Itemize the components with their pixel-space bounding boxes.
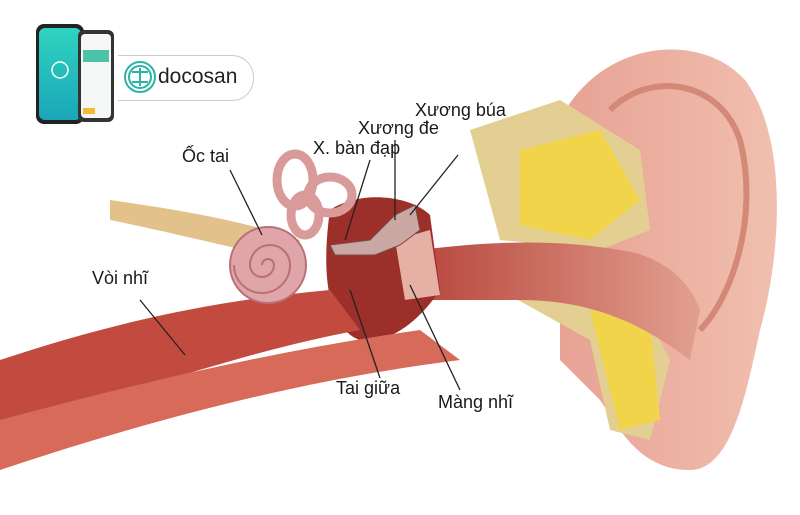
eustachian-tube bbox=[0, 290, 360, 430]
cochlea bbox=[229, 226, 307, 304]
label-incus: Xương đe bbox=[358, 118, 439, 138]
label-eardrum: Màng nhĩ bbox=[438, 392, 514, 412]
label-eustachian-tube: Vòi nhĩ bbox=[92, 268, 149, 288]
ear-canal bbox=[420, 242, 700, 360]
label-stapes: X. bàn đạp bbox=[313, 138, 401, 158]
semicircular-canals bbox=[272, 149, 357, 240]
ossicles bbox=[329, 204, 421, 256]
leader-lines bbox=[139, 140, 461, 391]
label-malleus: Xương búa bbox=[415, 100, 506, 120]
label-cochlea: Ốc tai bbox=[182, 146, 230, 166]
label-middle-ear: Tai giữa bbox=[336, 378, 401, 398]
brand-name: docosan bbox=[158, 65, 238, 88]
app-phone-image bbox=[36, 24, 114, 124]
